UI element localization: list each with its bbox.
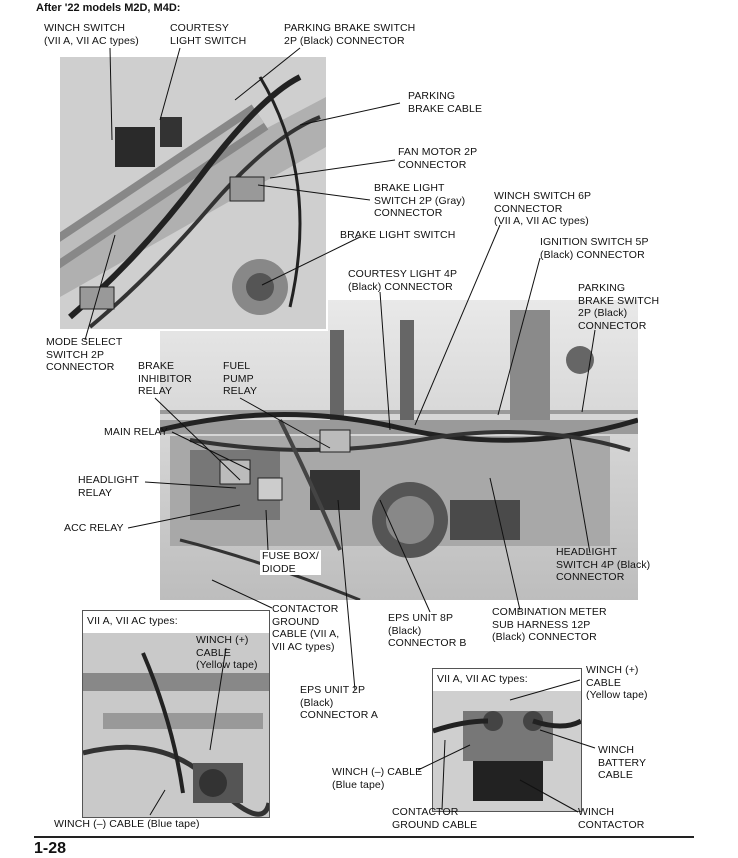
label-brake-light-switch: BRAKE LIGHT SWITCH	[340, 229, 456, 241]
label-main-relay: MAIN RELAY	[104, 426, 168, 438]
label-winch-minus-cable-right: WINCH (–) CABLE(Blue tape)	[332, 766, 423, 791]
label-eps-unit-8p: EPS UNIT 8P(Black)CONNECTOR B	[388, 612, 467, 649]
inset-title-bottom-right: VII A, VII AC types:	[437, 673, 528, 685]
page-header: After '22 models M2D, M4D:	[36, 2, 181, 14]
winch-cable-left-photo: VII A, VII AC types:	[82, 610, 270, 818]
page-number: 1-28	[34, 840, 67, 857]
inset-title-bottom-left: VII A, VII AC types:	[87, 615, 178, 627]
label-winch-switch: WINCH SWITCH(VII A, VII AC types)	[44, 22, 139, 47]
label-fuse-box: FUSE BOX/DIODE	[260, 550, 321, 575]
winch-contactor-photo: VII A, VII AC types:	[432, 668, 582, 812]
label-acc-relay: ACC RELAY	[64, 522, 124, 534]
label-eps-unit-2p: EPS UNIT 2P(Black)CONNECTOR A	[300, 684, 378, 721]
label-winch-plus-cable-left: WINCH (+)CABLE(Yellow tape)	[196, 634, 258, 671]
label-winch-plus-cable-right: WINCH (+)CABLE(Yellow tape)	[586, 664, 648, 701]
steering-column-photo	[58, 55, 328, 331]
footer-rule	[34, 836, 694, 838]
label-winch-minus-cable-left: WINCH (–) CABLE (Blue tape)	[54, 818, 200, 830]
label-ignition-switch-5p: IGNITION SWITCH 5P(Black) CONNECTOR	[540, 236, 649, 261]
label-courtesy-light-4p: COURTESY LIGHT 4P(Black) CONNECTOR	[348, 268, 458, 293]
